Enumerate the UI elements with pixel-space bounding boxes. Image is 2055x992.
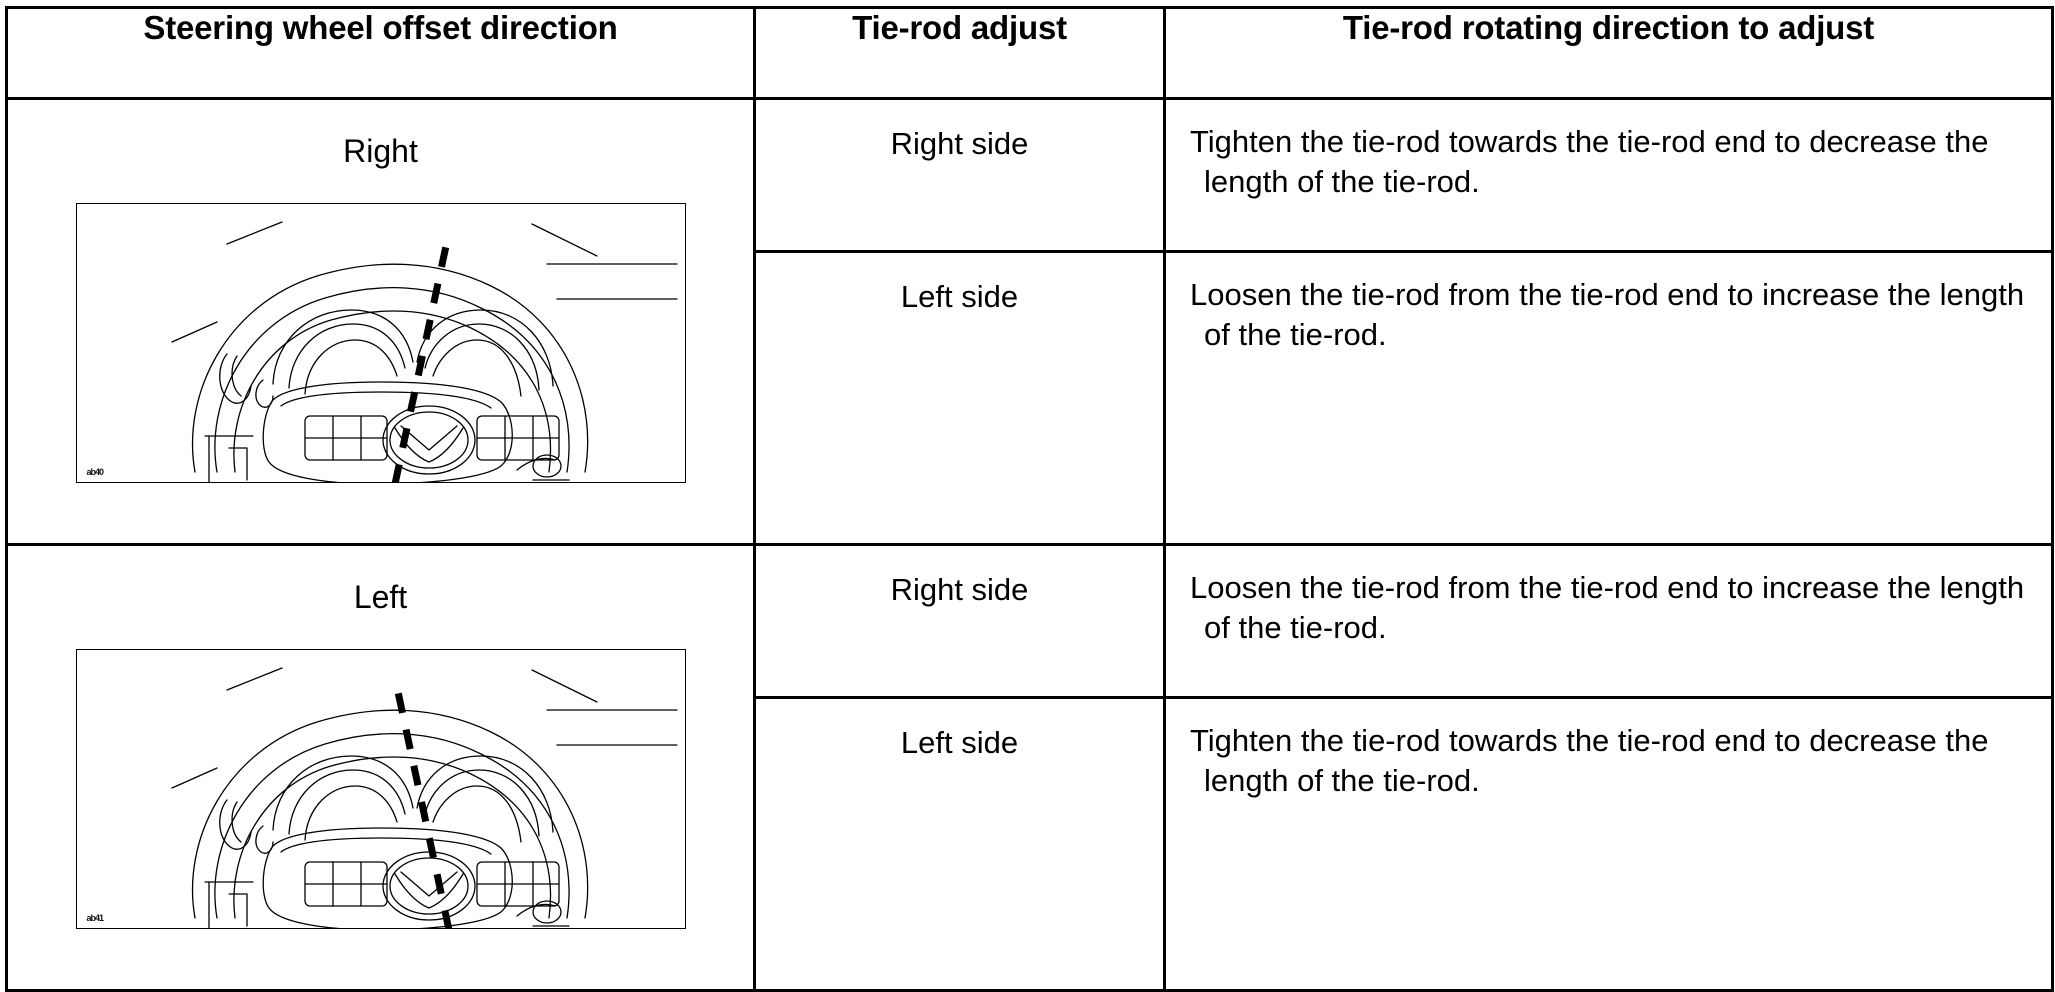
side-label: Left side — [900, 279, 1019, 314]
instruction-text: Loosen the tie-rod from the tie-rod end … — [1190, 277, 2025, 352]
side-label: Left side — [900, 725, 1019, 760]
table-row: Left side Tighten the tie-rod towards th… — [7, 696, 2054, 992]
table-body: Right — [5, 97, 2054, 992]
figure-code-label: ab41 — [86, 913, 104, 923]
direction-cell-right: Right — [5, 97, 756, 546]
header-row: Steering wheel offset direction Tie-rod … — [5, 6, 2054, 100]
table-row: Left — [5, 543, 2054, 992]
table-header: Steering wheel offset direction Tie-rod … — [5, 6, 2054, 100]
instruction-cell-left-row2-a: Loosen the tie-rod from the tie-rod end … — [1163, 543, 2054, 699]
figure-code-label: ab40 — [86, 467, 104, 477]
header-tie-rod-adjust: Tie-rod adjust — [753, 6, 1166, 100]
steering-wheel-drawing-icon — [170, 221, 678, 482]
header-steering-wheel-offset-direction: Steering wheel offset direction — [5, 6, 756, 100]
side-cell-left-row2-b: Left side — [753, 696, 1166, 992]
instruction-text: Tighten the tie-rod towards the tie-rod … — [1190, 124, 1989, 199]
direction-label: Left — [353, 579, 408, 615]
direction-label: Right — [343, 133, 418, 169]
offset-dashed-line — [391, 677, 452, 928]
instruction-text: Tighten the tie-rod towards the tie-rod … — [1190, 723, 1989, 798]
side-cell-right-row1-a: Right side — [753, 97, 1166, 253]
table-row: Left side Loosen the tie-rod from the ti… — [7, 250, 2054, 546]
side-label: Right side — [890, 126, 1029, 161]
side-cell-left-row2-a: Right side — [753, 543, 1166, 699]
direction-cell-left: Left — [5, 543, 756, 992]
table-row: Right — [5, 97, 2054, 546]
header-tie-rod-rotating-direction: Tie-rod rotating direction to adjust — [1163, 6, 2054, 100]
steering-wheel-illustration-right: ab40 — [75, 203, 686, 483]
steering-adjustment-table: Steering wheel offset direction Tie-rod … — [5, 6, 2054, 992]
instruction-cell-right-row1-b: Loosen the tie-rod from the tie-rod end … — [1163, 250, 2054, 546]
instruction-cell-right-row1-a: Tighten the tie-rod towards the tie-rod … — [1163, 97, 2054, 253]
side-cell-right-row1-b: Left side — [753, 250, 1166, 546]
side-label: Right side — [890, 572, 1029, 607]
offset-dashed-line — [391, 231, 452, 482]
instruction-text: Loosen the tie-rod from the tie-rod end … — [1190, 570, 2025, 645]
instruction-cell-left-row2-b: Tighten the tie-rod towards the tie-rod … — [1163, 696, 2054, 992]
steering-wheel-illustration-left: ab41 — [75, 649, 686, 929]
steering-wheel-drawing-icon — [170, 667, 678, 928]
document-page: Steering wheel offset direction Tie-rod … — [0, 6, 2055, 992]
